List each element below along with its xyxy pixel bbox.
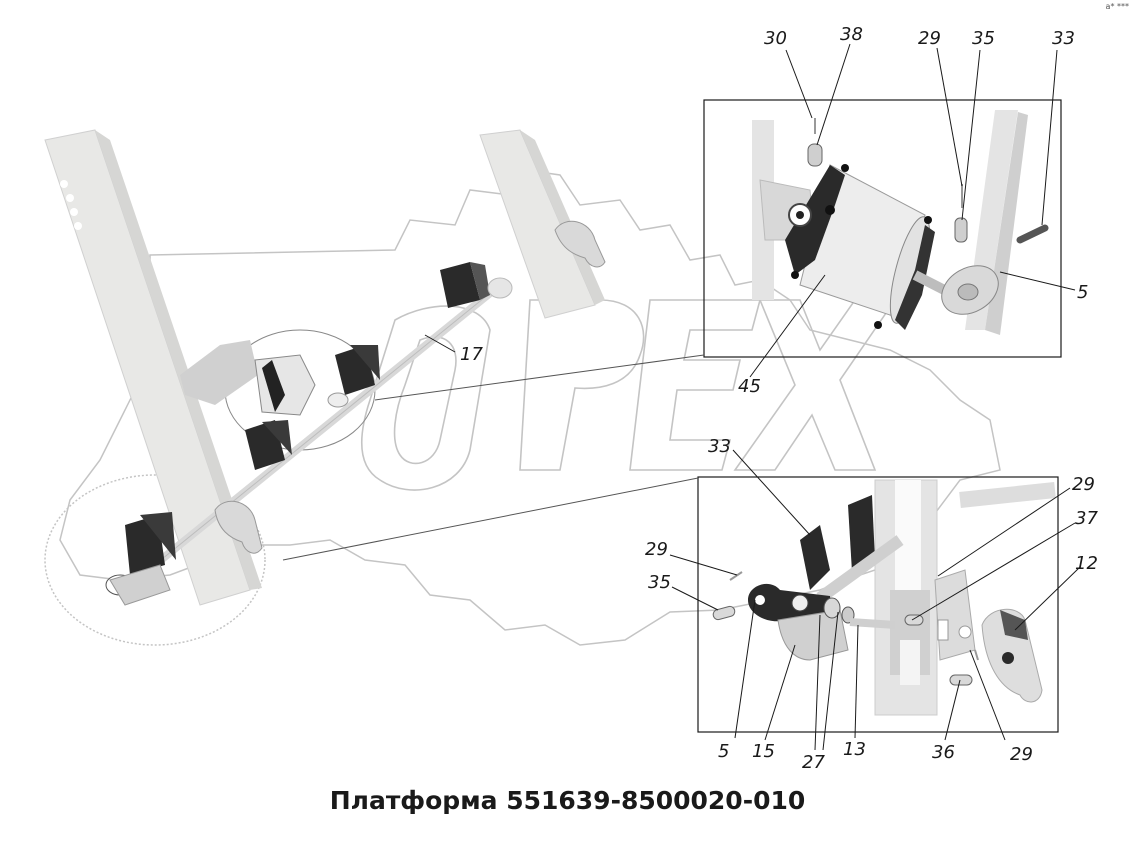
- plate-15: [777, 609, 849, 661]
- main-assembly: [44, 129, 606, 606]
- callout-5: 5: [1077, 282, 1088, 303]
- callout-30: 30: [764, 28, 787, 49]
- callout-17: 17: [460, 344, 483, 365]
- callout-35: 35: [972, 28, 995, 49]
- cylinder-assembly-mini: [180, 340, 349, 416]
- lever-lower: [214, 500, 263, 554]
- callout-33: 33: [1052, 28, 1075, 49]
- callout-29: 29: [1072, 474, 1095, 495]
- corner-mark: a* ***: [1105, 2, 1129, 11]
- callout-36: 36: [932, 742, 955, 763]
- callout-15: 15: [752, 741, 775, 762]
- catch-middle-1: [335, 345, 380, 395]
- zoom-line-bottom: [282, 477, 699, 561]
- callout-29: 29: [645, 539, 668, 560]
- catch-middle-2: [245, 420, 292, 470]
- callout-33: 33: [708, 436, 731, 457]
- callout-12: 12: [1075, 553, 1098, 574]
- callout-45: 45: [738, 376, 761, 397]
- callout-29: 29: [918, 28, 941, 49]
- callout-35: 35: [648, 572, 671, 593]
- callout-29: 29: [1010, 744, 1033, 765]
- lever-upper: [554, 220, 606, 268]
- zoom-line-top: [374, 354, 705, 401]
- catch-upper: [440, 262, 513, 308]
- top-detail-parts: [752, 110, 1049, 335]
- leader-lines: [424, 43, 1081, 751]
- bottom-detail-parts: [712, 479, 1056, 716]
- detail-box-top: [703, 99, 1062, 358]
- detail-box-bottom: [697, 476, 1059, 733]
- callout-5: 5: [718, 741, 729, 762]
- page-title: Платформа 551639-8500020-010: [329, 786, 806, 815]
- lever-5: [748, 583, 832, 622]
- callout-37: 37: [1075, 508, 1098, 529]
- catch-lower: [105, 512, 176, 606]
- callouts: 30 38 29 35 33 5 45 17 33 29 37 12 29 35…: [460, 24, 1098, 773]
- callout-13: 13: [843, 739, 866, 760]
- callout-38: 38: [840, 24, 863, 45]
- callout-27: 27: [802, 752, 825, 773]
